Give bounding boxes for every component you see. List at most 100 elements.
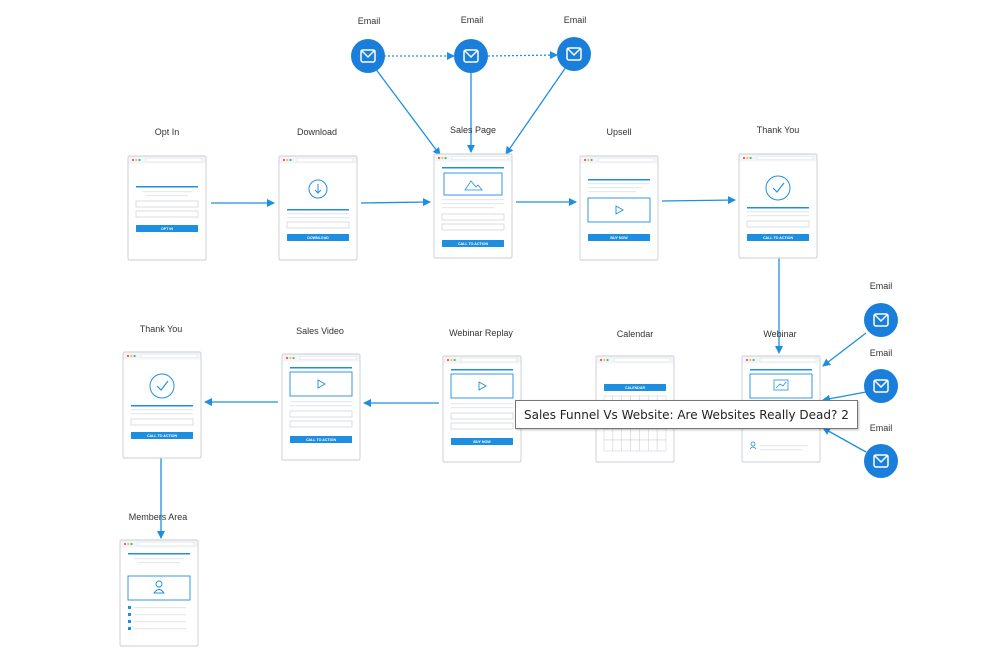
page-label: Members Area xyxy=(129,512,188,522)
email-3-node: Email xyxy=(557,15,591,71)
email-5-node: Email xyxy=(864,348,898,403)
headline-line xyxy=(451,369,513,371)
address-bar xyxy=(451,155,509,161)
email-1-node: Email xyxy=(351,16,385,73)
cta-button-label: BUY NOW xyxy=(473,440,491,444)
email-6-node: Email xyxy=(864,423,898,478)
page-label: Sales Video xyxy=(296,326,344,336)
content-line xyxy=(442,207,494,209)
window-dot xyxy=(130,354,133,358)
envelope-icon xyxy=(873,313,889,327)
form-field xyxy=(130,418,194,426)
email-label: Email xyxy=(358,16,381,26)
address-bar xyxy=(140,353,198,359)
address-bar xyxy=(145,157,203,163)
window-dot xyxy=(603,358,606,362)
video-player xyxy=(587,197,651,223)
arrow-upsell-thankyou xyxy=(661,196,736,205)
page-frame xyxy=(738,153,818,259)
bullet-icon xyxy=(128,620,131,623)
headline-line xyxy=(290,367,352,369)
form-field xyxy=(441,223,505,231)
form-field xyxy=(135,210,199,218)
arrow-download-salespage xyxy=(360,198,431,207)
window-dot xyxy=(749,156,752,160)
play-icon xyxy=(478,381,487,391)
content-line xyxy=(131,413,193,415)
profile-card xyxy=(127,575,191,601)
presentation-screen xyxy=(749,373,813,399)
cta-button-label: CALL TO ACTION xyxy=(147,434,177,438)
window-dot xyxy=(749,358,752,362)
content-line xyxy=(747,211,809,213)
arrow-email3-salespage xyxy=(505,66,567,155)
page-label: Thank You xyxy=(757,125,800,135)
content-line xyxy=(588,183,650,185)
cta-button-label: CALL TO ACTION xyxy=(763,236,793,240)
form-field xyxy=(450,422,514,430)
page-label: Calendar xyxy=(617,329,654,339)
headline-line xyxy=(131,405,193,407)
cta-button: OPT IN xyxy=(136,225,198,232)
address-bar xyxy=(299,355,357,361)
content-line xyxy=(131,409,193,411)
window-dot xyxy=(752,358,755,362)
window-dot xyxy=(285,356,289,360)
page-frame xyxy=(442,355,522,463)
cta-button: BUY NOW xyxy=(588,234,650,241)
bullet-icon xyxy=(128,627,131,630)
page-frame xyxy=(278,155,358,261)
headline-line xyxy=(588,179,650,181)
headline-line xyxy=(136,186,198,188)
window-dot xyxy=(289,356,292,360)
content-line xyxy=(290,401,352,403)
window-dot xyxy=(286,158,289,162)
envelope-icon xyxy=(873,379,889,393)
cta-button: BUY NOW xyxy=(451,438,513,445)
window-dot xyxy=(127,542,130,546)
content-line xyxy=(442,203,504,205)
content-line xyxy=(588,187,642,189)
page-label: Webinar xyxy=(763,329,796,339)
content-line xyxy=(588,191,636,193)
content-line xyxy=(451,403,513,405)
cta-button: CALL TO ACTION xyxy=(442,240,504,247)
window-dot xyxy=(453,358,456,362)
content-line xyxy=(760,449,802,451)
video-player xyxy=(450,373,514,399)
attendee-icon xyxy=(749,441,757,450)
window-dot xyxy=(441,156,444,160)
address-bar xyxy=(137,541,195,547)
arrow-email6-webinar xyxy=(822,427,867,453)
email-label: Email xyxy=(870,423,893,433)
window-dot xyxy=(450,358,453,362)
content-line xyxy=(134,621,186,623)
page-label: Sales Page xyxy=(450,125,496,135)
headline-line xyxy=(128,553,190,555)
window-dot xyxy=(131,158,135,162)
arrow-email1-salespage xyxy=(374,67,441,156)
email-2-node: Email xyxy=(454,15,488,73)
cta-button-label: CALENDAR xyxy=(625,386,646,390)
cta-button-label: BUY NOW xyxy=(610,236,628,240)
play-icon xyxy=(615,205,624,215)
window-dot xyxy=(583,158,587,162)
address-bar xyxy=(460,357,518,363)
address-bar xyxy=(296,157,354,163)
cta-button: CALL TO ACTION xyxy=(131,432,193,439)
window-dot xyxy=(587,158,590,162)
window-dot xyxy=(606,358,609,362)
envelope-icon xyxy=(566,47,582,61)
page-frame xyxy=(127,155,207,261)
chart-board-icon xyxy=(773,379,789,391)
arrow-email4-webinar xyxy=(822,332,867,367)
content-line xyxy=(146,195,188,197)
video-player xyxy=(289,371,353,397)
